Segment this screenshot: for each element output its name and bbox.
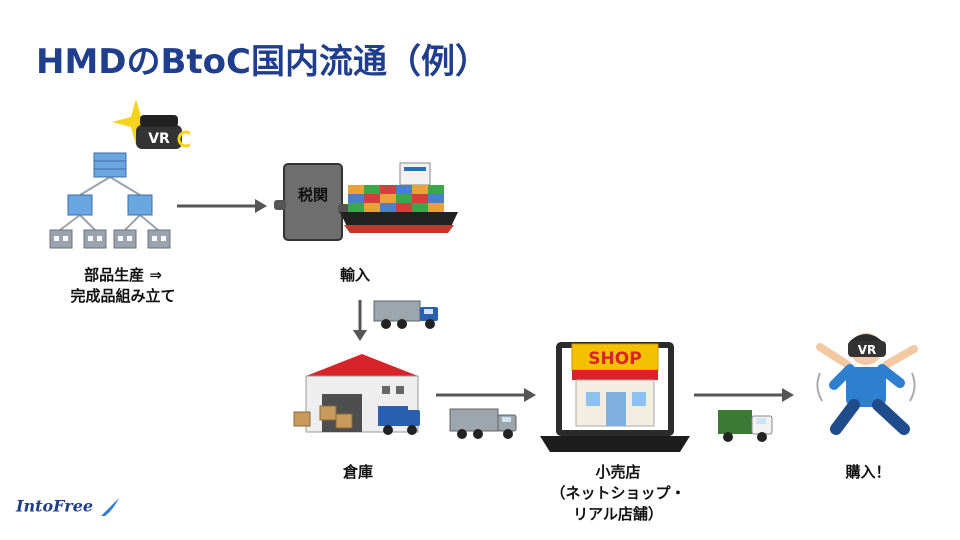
shop-sign: SHOP — [588, 349, 641, 369]
logo: IntoFree — [16, 496, 121, 518]
warehouse-icon — [293, 354, 420, 435]
page-title: HMDのBtoC国内流通（例） — [36, 42, 489, 82]
production-label: 部品生産 ⇒ 完成品組み立て — [38, 265, 208, 307]
retail-line2: （ネットショップ・ — [550, 484, 686, 502]
arrow-icon — [353, 300, 367, 341]
laptop-shop-icon: SHOP — [540, 342, 690, 452]
vr-person-label: VR — [858, 343, 877, 357]
arrow-icon — [177, 199, 267, 213]
retail-label: 小売店 （ネットショップ・ リアル店舗） — [538, 462, 698, 525]
purchase-label: 購入！ — [845, 463, 891, 481]
arrow-icon — [694, 388, 794, 402]
factory-network-icon: VR — [49, 99, 190, 249]
retail-line3: リアル店舗） — [573, 505, 663, 523]
arrow-icon — [436, 388, 536, 402]
production-line2: 完成品組み立て — [70, 287, 176, 305]
happy-person-vr-icon: VR — [816, 333, 918, 435]
import-label: 輸入 — [339, 266, 370, 284]
customs-sign: 税関 — [298, 186, 328, 204]
truck-icon — [373, 300, 438, 329]
vr-headset-label: VR — [148, 131, 170, 147]
truck-icon — [449, 408, 517, 439]
warehouse-label: 倉庫 — [342, 463, 373, 481]
vr-headset-icon: VR — [112, 99, 190, 149]
logo-text: IntoFree — [16, 496, 94, 516]
retail-line1: 小売店 — [595, 463, 641, 481]
customs-officer-icon: 税関 — [274, 163, 350, 241]
cargo-ship-icon — [340, 162, 458, 233]
wing-icon — [100, 498, 119, 516]
truck-icon — [718, 410, 773, 442]
production-line1: 部品生産 ⇒ — [84, 266, 162, 284]
